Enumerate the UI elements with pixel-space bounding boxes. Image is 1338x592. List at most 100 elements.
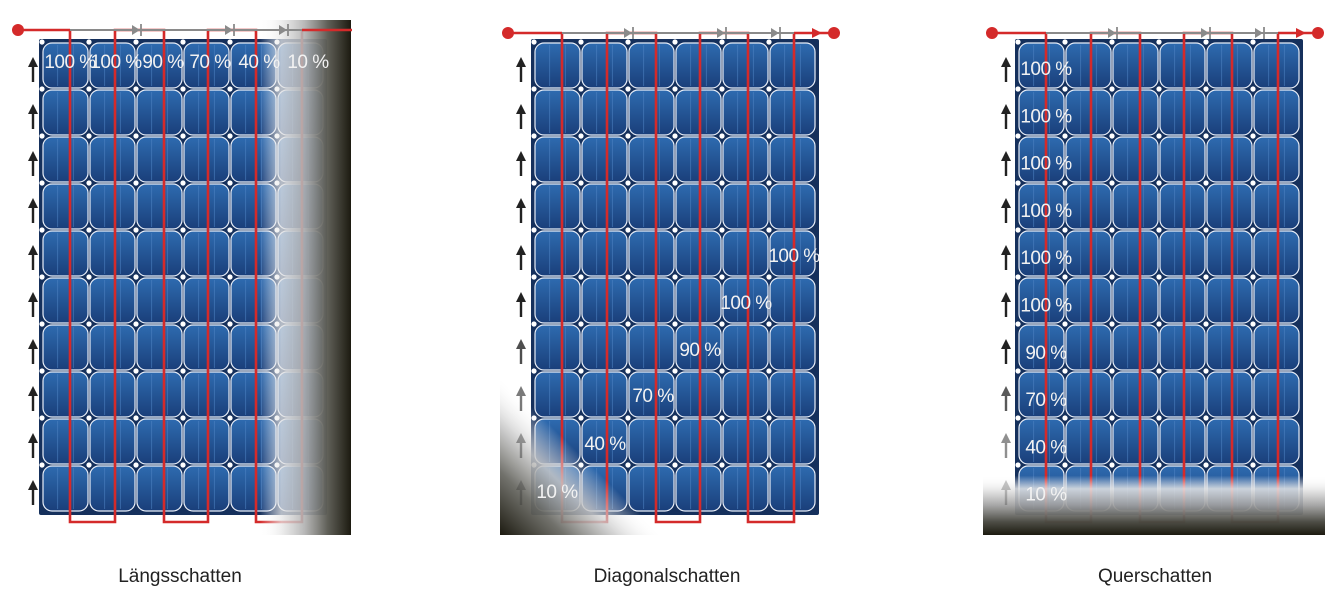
shading-percentage-label: 10 % xyxy=(287,52,329,73)
solar-cell xyxy=(722,136,769,183)
cell-corner xyxy=(1203,321,1209,327)
solar-cell xyxy=(42,183,89,230)
cell-corner xyxy=(39,274,45,280)
current-arrow-icon xyxy=(1001,480,1011,505)
current-direction-arrow xyxy=(1296,28,1306,38)
cell-corner xyxy=(766,86,772,92)
solar-cell xyxy=(1065,230,1112,277)
current-arrow-icon xyxy=(1001,198,1011,223)
cell-corner xyxy=(578,180,584,186)
cell-corner xyxy=(86,274,92,280)
solar-cell xyxy=(534,89,581,136)
terminal-dot xyxy=(12,24,24,36)
terminal-dot xyxy=(1312,27,1324,39)
current-arrow-icon xyxy=(28,480,38,505)
solar-cell xyxy=(1206,183,1253,230)
solar-cell xyxy=(42,465,89,512)
current-arrow-icon xyxy=(28,386,38,411)
solar-cell xyxy=(1018,230,1065,277)
cell-corner xyxy=(1015,133,1021,139)
current-arrow-icon xyxy=(1001,57,1011,82)
cell-corner xyxy=(180,133,186,139)
arrow-head xyxy=(516,198,526,208)
shadow-overlay xyxy=(185,20,351,535)
solar-cell xyxy=(1253,277,1300,324)
current-arrow-icon xyxy=(1001,386,1011,411)
solar-cell xyxy=(1159,136,1206,183)
cell-corner xyxy=(1250,86,1256,92)
cell-corner xyxy=(1015,227,1021,233)
bypass-diode-icon xyxy=(717,28,725,38)
shadow-overlay xyxy=(983,370,1325,535)
cell-corner xyxy=(766,39,772,45)
current-arrow-icon xyxy=(28,104,38,129)
panel-caption: Diagonalschatten xyxy=(594,566,741,587)
solar-cell xyxy=(136,89,183,136)
solar-cell xyxy=(42,136,89,183)
shading-percentage-label: 90 % xyxy=(1025,343,1067,364)
cell-corner xyxy=(625,39,631,45)
solar-cell xyxy=(581,89,628,136)
cell-corner xyxy=(1250,39,1256,45)
current-arrow-icon xyxy=(28,433,38,458)
shading-percentage-label: 100 % xyxy=(1020,248,1072,269)
cell-corner xyxy=(86,462,92,468)
cell-corner xyxy=(180,321,186,327)
cell-corner xyxy=(133,462,139,468)
solar-cell xyxy=(1112,42,1159,89)
cell-corner xyxy=(86,321,92,327)
shading-percentage-label: 100 % xyxy=(44,52,96,73)
panel-querschatten: 100 %100 %100 %100 %100 %100 %90 %70 %40… xyxy=(983,27,1325,587)
arrow-head xyxy=(1001,339,1011,349)
solar-cell xyxy=(628,183,675,230)
solar-cell xyxy=(1159,42,1206,89)
solar-cell xyxy=(42,230,89,277)
bypass-diode-icon xyxy=(1201,28,1209,38)
arrow-head xyxy=(516,151,526,161)
cell-corner xyxy=(766,321,772,327)
bypass-diode-icon xyxy=(279,25,287,35)
cell-corner xyxy=(578,86,584,92)
solar-cell xyxy=(1065,42,1112,89)
cell-corner xyxy=(1015,274,1021,280)
shading-percentage-label: 90 % xyxy=(679,340,721,361)
cell-corner xyxy=(672,39,678,45)
current-arrow-icon xyxy=(516,339,526,364)
arrow-head xyxy=(28,104,38,114)
cell-corner xyxy=(1109,180,1115,186)
cell-corner xyxy=(39,321,45,327)
cell-corner xyxy=(180,274,186,280)
cell-corner xyxy=(625,133,631,139)
current-arrow-icon xyxy=(28,292,38,317)
current-arrow-icon xyxy=(516,433,526,458)
solar-cell xyxy=(89,230,136,277)
cell-corner xyxy=(531,227,537,233)
cell-corner xyxy=(1156,86,1162,92)
arrow-head xyxy=(1001,57,1011,67)
cell-corner xyxy=(766,415,772,421)
arrow-head xyxy=(516,433,526,443)
cell-corner xyxy=(672,86,678,92)
solar-cell xyxy=(1206,230,1253,277)
current-arrow-icon xyxy=(516,57,526,82)
cell-corner xyxy=(1062,274,1068,280)
cell-corner xyxy=(133,368,139,374)
solar-cell xyxy=(628,230,675,277)
solar-cell xyxy=(1206,136,1253,183)
bypass-diode-icon xyxy=(771,28,779,38)
arrow-head xyxy=(1001,292,1011,302)
cell-corner xyxy=(1062,227,1068,233)
solar-cell xyxy=(89,371,136,418)
solar-cell xyxy=(136,277,183,324)
current-arrow-icon xyxy=(28,57,38,82)
shading-percentage-label: 40 % xyxy=(584,434,626,455)
cell-corner xyxy=(719,274,725,280)
solar-cell xyxy=(1112,89,1159,136)
cell-corner xyxy=(86,133,92,139)
cell-corner xyxy=(1062,133,1068,139)
arrow-head xyxy=(28,386,38,396)
solar-cell xyxy=(89,324,136,371)
solar-cell xyxy=(1159,89,1206,136)
cell-corner xyxy=(86,180,92,186)
